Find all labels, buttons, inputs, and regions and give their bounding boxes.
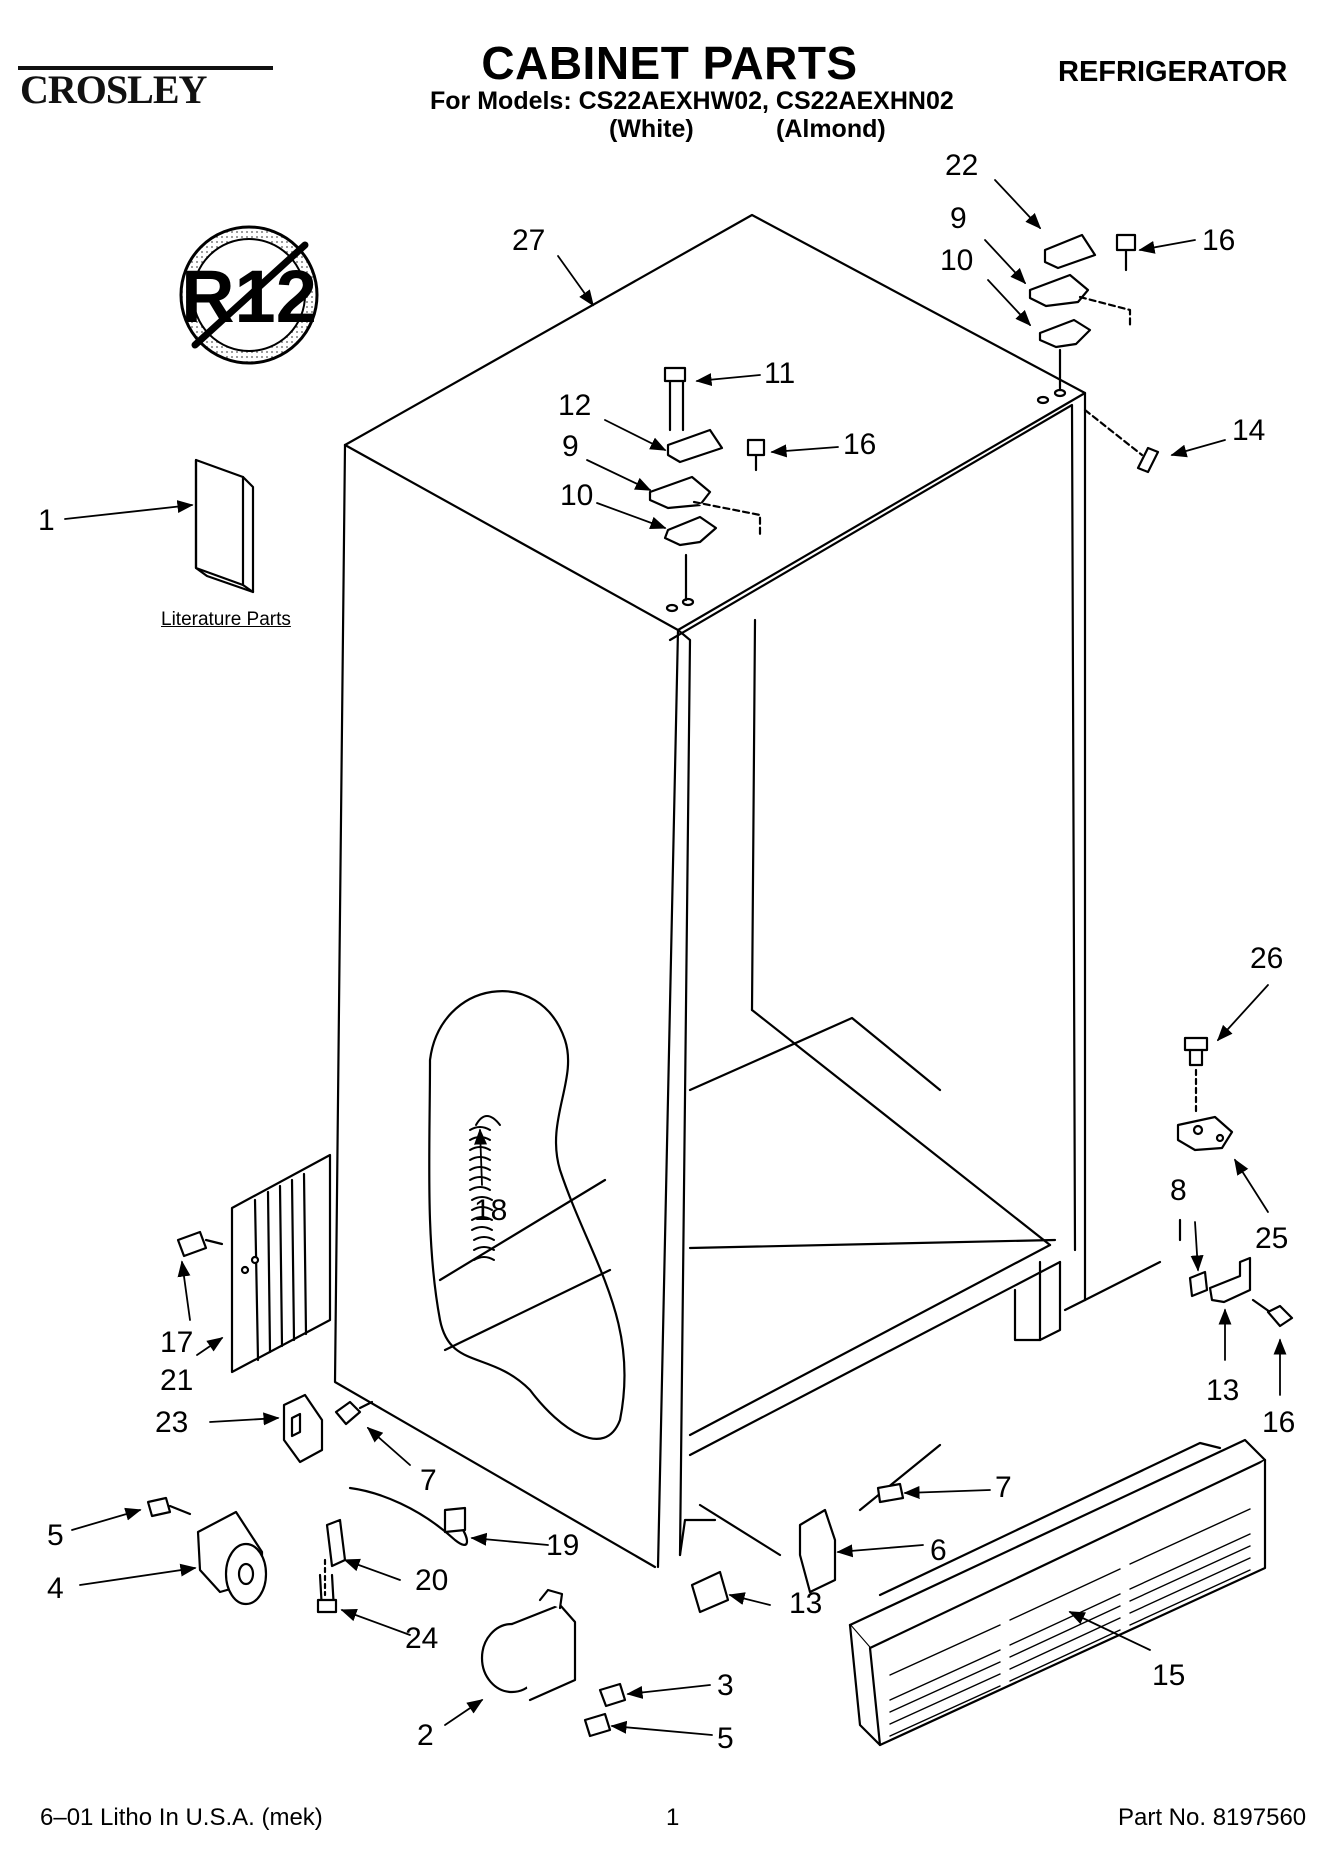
page-title: CABINET PARTS [481,37,858,89]
callout-10: 10 [940,244,973,277]
callout-8: 8 [1170,1174,1187,1207]
coil-tube [469,1115,501,1261]
callout-7: 7 [420,1464,437,1497]
callout-2: 2 [417,1719,434,1752]
hinge-pin [1083,408,1160,474]
literature-booklet [194,458,255,594]
callout-numbers: 1 2 3 4 5 5 6 7 7 8 9 9 10 10 11 12 13 1… [38,149,1295,1755]
toe-grille [848,1438,1267,1747]
cabinet-body [333,213,1182,1569]
upper-hinge-center [648,366,766,613]
appliance-category: REFRIGERATOR [1058,56,1288,88]
callout-13: 13 [789,1587,822,1620]
callout-26: 26 [1250,942,1283,975]
callout-16: 16 [1262,1406,1295,1439]
callout-7: 7 [995,1471,1012,1504]
callout-10: 10 [560,479,593,512]
model-white-label: (White) [609,115,694,143]
callout-27: 27 [512,224,545,257]
callout-24: 24 [405,1622,438,1655]
callout-25: 25 [1255,1222,1288,1255]
lower-hinge [480,1588,627,1738]
callout-9: 9 [562,430,579,463]
model-almond-label: (Almond) [776,115,886,143]
center-brackets [690,1482,905,1614]
footer-page-number: 1 [666,1804,680,1831]
callout-leaders [64,179,1287,1736]
callout-9: 9 [950,202,967,235]
callout-20: 20 [415,1564,448,1597]
models-line: For Models: CS22AEXHW02, CS22AEXHN02 [430,87,954,115]
no-r12-badge: R12 [179,225,319,365]
grille-vents [889,1508,1251,1737]
callout-1: 1 [38,504,55,537]
callout-21: 21 [160,1364,193,1397]
top-right-screw-bracket [1176,1036,1234,1152]
lower-right-bracket [1188,1256,1294,1328]
water-tube-clamp [316,1486,468,1614]
callout-23: 23 [155,1406,188,1439]
svg-text:CROSLEY: CROSLEY [20,67,207,112]
callout-3: 3 [717,1669,734,1702]
callout-15: 15 [1152,1659,1185,1692]
callout-17: 17 [160,1326,193,1359]
callout-16: 16 [843,428,876,461]
callout-4: 4 [47,1572,64,1605]
callout-19: 19 [546,1529,579,1562]
footer-part-number: Part No. 8197560 [1118,1804,1307,1831]
left-bracket-23 [282,1393,374,1464]
upper-hinge-right [1028,233,1137,405]
literature-parts-label: Literature Parts [161,609,291,630]
callout-13: 13 [1206,1374,1239,1407]
footer-litho: 6–01 Litho In U.S.A. (mek) [40,1804,323,1831]
callout-14: 14 [1232,414,1265,447]
callout-5: 5 [717,1722,734,1755]
brand-logo: CROSLEY [18,66,273,112]
callout-16: 16 [1202,224,1235,257]
callout-11: 11 [764,357,795,390]
cabinet-cutaway [428,990,626,1440]
compressor-plate [176,1153,332,1374]
callout-18: 18 [474,1194,507,1227]
callout-12: 12 [558,389,591,422]
callout-6: 6 [930,1534,947,1567]
caster-roller [146,1496,268,1606]
callout-5: 5 [47,1519,64,1552]
callout-22: 22 [945,149,978,182]
